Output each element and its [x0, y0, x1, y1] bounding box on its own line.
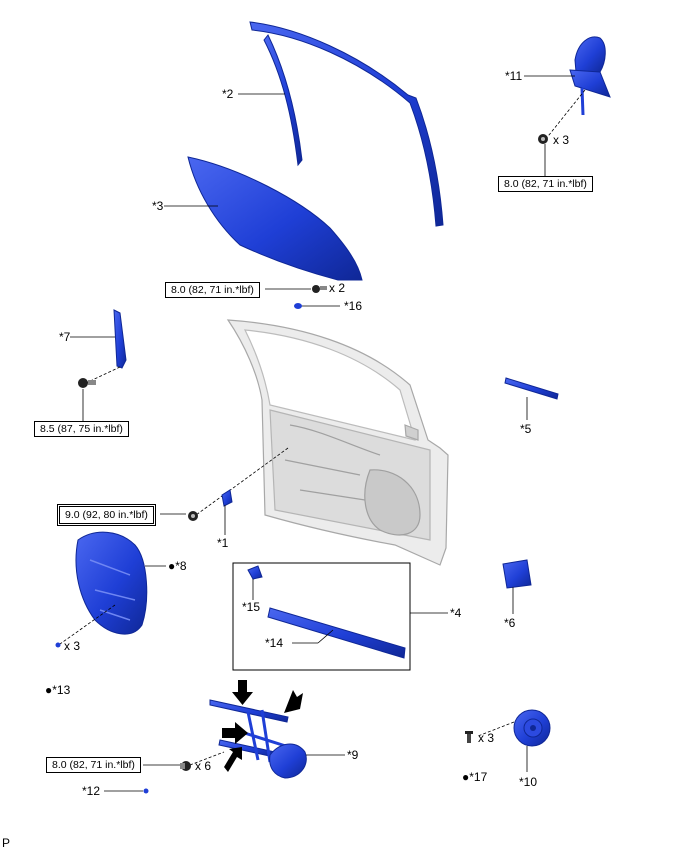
callout-7: *7	[59, 330, 71, 344]
service-hole-cover	[75, 531, 148, 635]
torque-spec-door-bolt: 9.0 (92, 80 in.*lbf)	[57, 504, 156, 526]
mirror-leader-dashed	[544, 89, 586, 141]
callout-5: *5	[520, 422, 532, 436]
glass-bolt-icon	[312, 285, 327, 293]
callout-16: *16	[344, 299, 363, 313]
torque-spec-mirror: 8.0 (82, 71 in.*lbf)	[498, 176, 593, 192]
marker-dot: ●	[168, 559, 176, 573]
quantity-mirror-nuts: x 3	[553, 133, 570, 147]
callout-10: *10	[519, 775, 538, 789]
mirror-nut-icon	[538, 134, 548, 144]
rear-lower-frame	[113, 309, 127, 369]
speaker-screw-icon	[465, 731, 473, 743]
quantity-glass-bolts: x 2	[329, 281, 346, 295]
glass-clip	[294, 303, 302, 309]
callout-13: ●*13	[45, 683, 71, 697]
bracket-part	[502, 559, 532, 589]
callout-8: ●*8	[168, 559, 187, 573]
callout-3: *3	[152, 199, 164, 213]
window-run-channel	[249, 21, 444, 227]
door-leader-dashed	[195, 447, 289, 516]
window-regulator	[209, 699, 307, 779]
cover-clip-icon	[55, 642, 61, 648]
callout-12: *12	[82, 784, 101, 798]
outer-mirror	[569, 36, 611, 116]
hole-cover-part	[221, 489, 233, 507]
callout-9: *9	[347, 748, 359, 762]
callout-4: *4	[450, 606, 462, 620]
callout-6: *6	[504, 616, 516, 630]
regulator-bolt-icon	[180, 761, 191, 771]
torque-spec-regulator: 8.0 (82, 71 in.*lbf)	[46, 757, 141, 773]
outer-weatherstrip	[504, 377, 559, 400]
regulator-leader-dashed	[189, 751, 225, 766]
callout-14: *14	[265, 636, 284, 650]
torque-spec-glass: 8.0 (82, 71 in.*lbf)	[165, 282, 260, 298]
callout-2: *2	[222, 87, 234, 101]
callout-1: *1	[217, 536, 229, 550]
callout-15: *15	[242, 600, 261, 614]
corner-code: P	[2, 836, 11, 850]
torque-spec-frame: 8.5 (87, 75 in.*lbf)	[34, 421, 129, 437]
frame-bolt-icon	[78, 378, 96, 388]
arrow-icon	[222, 680, 303, 772]
speaker-leader-dashed	[477, 721, 515, 737]
regulator-clip-icon	[143, 788, 149, 794]
marker-dot: ●	[462, 770, 470, 784]
front-door-panel	[226, 319, 449, 566]
quantity-cover-clips: x 3	[64, 639, 81, 653]
door-glass	[187, 156, 363, 281]
door-bolt-icon	[188, 511, 198, 521]
cover-leader-dashed	[59, 604, 116, 645]
speaker-part	[513, 709, 551, 747]
glass-channel-box	[232, 562, 411, 671]
callout-11: *11	[505, 69, 523, 83]
quantity-speaker-screws: x 3	[478, 731, 495, 745]
leader-lines	[70, 75, 575, 792]
marker-dot: ●	[45, 683, 53, 697]
callout-17: ●*17	[462, 770, 488, 784]
quantity-regulator-bolts: x 6	[195, 759, 212, 773]
